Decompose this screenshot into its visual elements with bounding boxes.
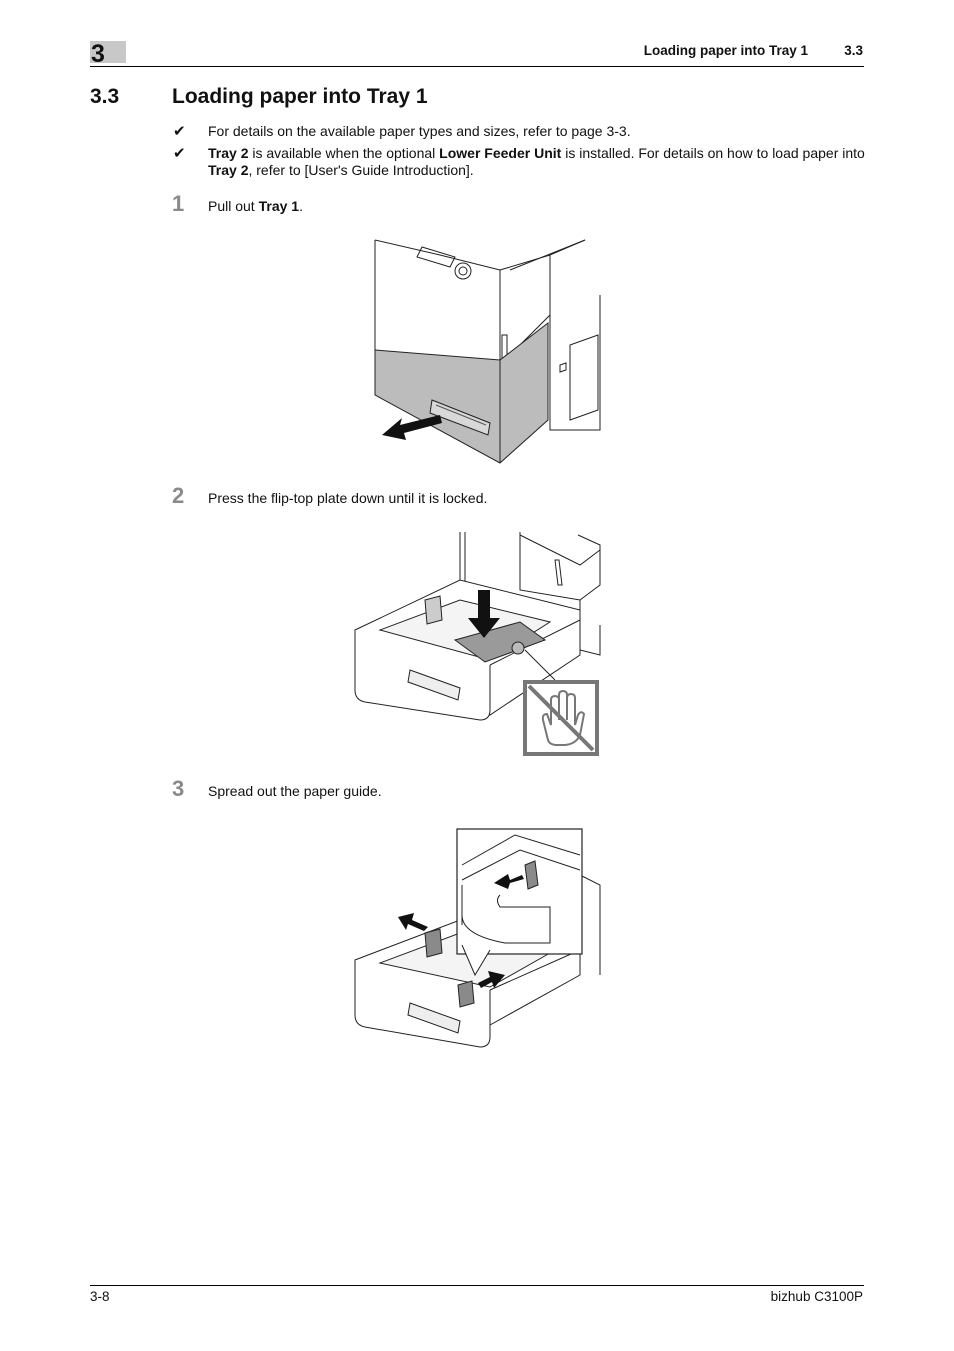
footer-page-number: 3-8 xyxy=(90,1289,110,1304)
section-number: 3.3 xyxy=(90,85,120,108)
pull-arrow-icon xyxy=(382,415,442,440)
footer-rule xyxy=(90,1285,864,1286)
check-icon: ✔ xyxy=(173,123,186,140)
zoom-callout xyxy=(456,828,583,955)
paper-guide-right xyxy=(457,980,475,1008)
step-number: 1 xyxy=(172,191,185,216)
check-icon: ✔ xyxy=(173,145,186,162)
paper-guide-left xyxy=(424,928,443,958)
header-section-number: 3.3 xyxy=(844,43,863,58)
header-title: Loading paper into Tray 1 xyxy=(643,43,808,58)
do-not-touch-icon xyxy=(523,680,599,756)
chapter-tab xyxy=(90,41,126,63)
step-text: Press the flip-top plate down until it i… xyxy=(208,490,488,506)
spread-arrow-icon xyxy=(494,874,524,889)
chapter-number: 3 xyxy=(91,40,105,68)
pull-out-tray-illustration xyxy=(374,239,601,464)
note-text: Tray 2 is available when the optional Lo… xyxy=(208,145,865,178)
section-title: Loading paper into Tray 1 xyxy=(172,85,428,108)
step-text: Spread out the paper guide. xyxy=(208,783,382,799)
step-number: 2 xyxy=(172,483,185,508)
footer-product-name: bizhub C3100P xyxy=(770,1289,863,1304)
header-rule xyxy=(90,66,864,67)
spread-arrow-icon xyxy=(398,913,428,931)
flip-top-plate-illustration xyxy=(354,532,601,756)
press-down-arrow-icon xyxy=(468,590,500,638)
step-text: Pull out Tray 1. xyxy=(208,198,303,214)
step-number: 3 xyxy=(172,776,185,801)
spread-arrow-icon xyxy=(478,971,505,988)
paper-guide-illustration xyxy=(354,828,601,1048)
note-text: For details on the available paper types… xyxy=(208,123,631,139)
flip-top-plate xyxy=(453,621,547,663)
